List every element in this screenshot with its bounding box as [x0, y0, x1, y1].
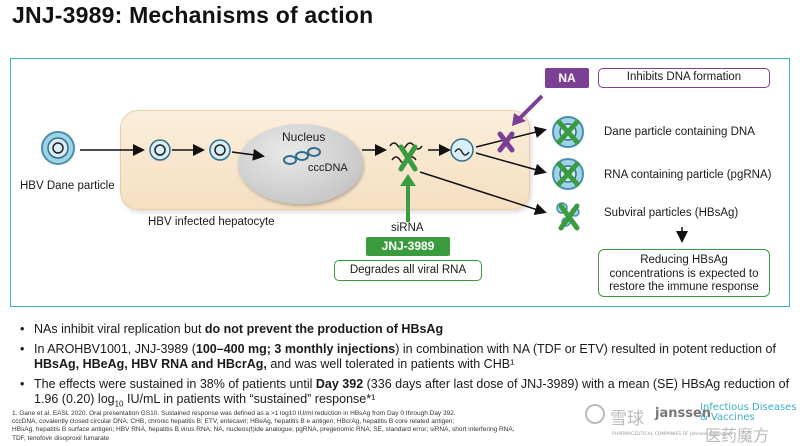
- cccdna-label: cccDNA: [308, 162, 348, 174]
- nucleus: [238, 124, 363, 204]
- reduce-line-1: Reducing HBsAg: [640, 254, 728, 266]
- sirna-label: siRNA: [391, 222, 424, 234]
- hbv-dane-particle-label: HBV Dane particle: [20, 180, 115, 192]
- bullet-item: In AROHBV1001, JNJ-3989 (100–400 mg; 3 m…: [20, 342, 790, 373]
- xueqiu-logo-icon: [585, 404, 605, 424]
- footnotes: 1. Gane et al. EASL 2020. Oral presentat…: [12, 410, 515, 442]
- janssen-logo: janssen: [655, 406, 712, 421]
- janssen-tagline: PHARMACEUTICAL COMPANIES OF Johnson & Jo…: [612, 432, 732, 437]
- reduce-line-2: concentrations is expected to: [609, 267, 759, 280]
- jnj-3989-badge: JNJ-3989: [366, 237, 450, 256]
- nucleus-label: Nucleus: [282, 130, 326, 144]
- xueqiu-watermark: 雪球: [610, 409, 644, 429]
- output-rna-label: RNA containing particle (pgRNA): [604, 169, 772, 181]
- bullet-item: The effects were sustained in 38% of pat…: [20, 377, 790, 413]
- na-description: Inhibits DNA formation: [598, 68, 770, 88]
- bullet-item: NAs inhibit viral replication but do not…: [20, 322, 790, 338]
- na-badge: NA: [545, 68, 589, 88]
- degrades-rna-box: Degrades all viral RNA: [334, 260, 482, 281]
- page-title: JNJ-3989: Mechanisms of action: [12, 2, 374, 28]
- reduce-line-3: restore the immune response: [609, 281, 759, 293]
- hepatocyte-label: HBV infected hepatocyte: [148, 216, 275, 228]
- output-dane-label: Dane particle containing DNA: [604, 126, 755, 138]
- bullet-list: NAs inhibit viral replication but do not…: [20, 322, 790, 416]
- id-vaccines-logo: Infectious Diseases & Vaccines: [700, 402, 797, 423]
- handle-watermark: 医药魔方: [705, 426, 770, 445]
- output-subviral-label: Subviral particles (HBsAg): [604, 207, 739, 219]
- reduce-hbsag-box: Reducing HBsAg concentrations is expecte…: [598, 249, 770, 297]
